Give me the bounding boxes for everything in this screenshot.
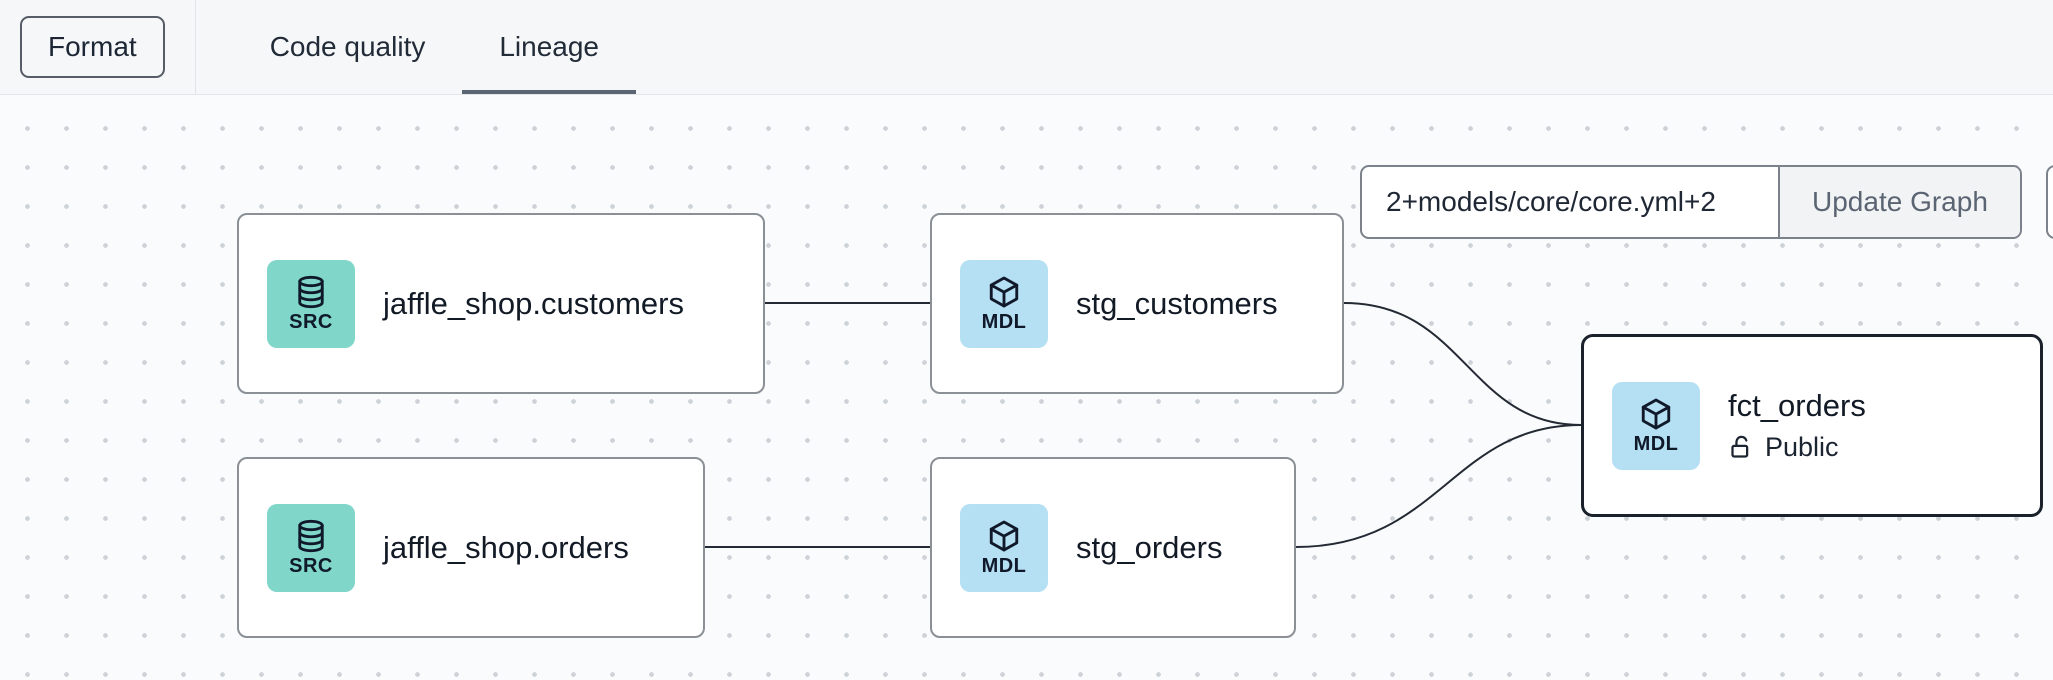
node-jaffle-shop-orders[interactable]: SRC jaffle_shop.orders (237, 457, 705, 638)
node-label: jaffle_shop.customers (383, 285, 684, 321)
source-badge: SRC (267, 259, 355, 348)
node-type-label: MDL (981, 310, 1027, 333)
model-badge: MDL (960, 259, 1048, 348)
selector-input[interactable] (1362, 167, 1778, 237)
node-type-label: MDL (981, 554, 1027, 577)
format-button[interactable]: Format (20, 16, 165, 78)
node-fct-orders[interactable]: MDL fct_orders Public (1581, 334, 2043, 517)
node-label: stg_orders (1076, 529, 1223, 565)
unlock-icon (1731, 435, 1749, 458)
node-text: fct_orders Public (1728, 388, 1866, 463)
node-label: fct_orders (1728, 388, 1866, 423)
model-badge: MDL (960, 503, 1048, 592)
node-stg-orders[interactable]: MDL stg_orders (930, 457, 1296, 638)
access-label: Public (1765, 432, 1839, 462)
database-icon (298, 275, 324, 308)
cube-icon (1641, 398, 1671, 429)
node-stg-customers[interactable]: MDL stg_customers (930, 213, 1344, 394)
node-type-label: SRC (289, 310, 333, 333)
cube-icon (989, 276, 1019, 307)
offscreen-edge-button[interactable] (2046, 165, 2053, 239)
node-label: stg_customers (1076, 285, 1278, 321)
node-type-label: MDL (1633, 432, 1679, 455)
graph-selector-group: Update Graph (1360, 165, 2022, 239)
top-toolbar: Format Code quality Lineage (0, 0, 2053, 95)
model-badge: MDL (1612, 381, 1700, 470)
edge-stg-orders-to-fct-orders (1295, 424, 1582, 548)
node-jaffle-shop-customers[interactable]: SRC jaffle_shop.customers (237, 213, 765, 394)
node-type-label: SRC (289, 554, 333, 577)
toolbar-divider (194, 0, 196, 94)
lineage-canvas[interactable]: SRC jaffle_shop.customers MDL stg_custom… (0, 95, 2053, 680)
tab-lineage[interactable]: Lineage (462, 0, 636, 94)
tab-code-quality[interactable]: Code quality (233, 0, 463, 94)
access-row: Public (1728, 432, 1866, 463)
node-label: jaffle_shop.orders (383, 529, 629, 565)
database-icon (298, 519, 324, 552)
edge-stg-customers-to-fct-orders (1343, 302, 1582, 426)
source-badge: SRC (267, 503, 355, 592)
tab-bar: Code quality Lineage (233, 0, 636, 94)
cube-icon (989, 520, 1019, 551)
update-graph-button[interactable]: Update Graph (1778, 167, 2020, 237)
